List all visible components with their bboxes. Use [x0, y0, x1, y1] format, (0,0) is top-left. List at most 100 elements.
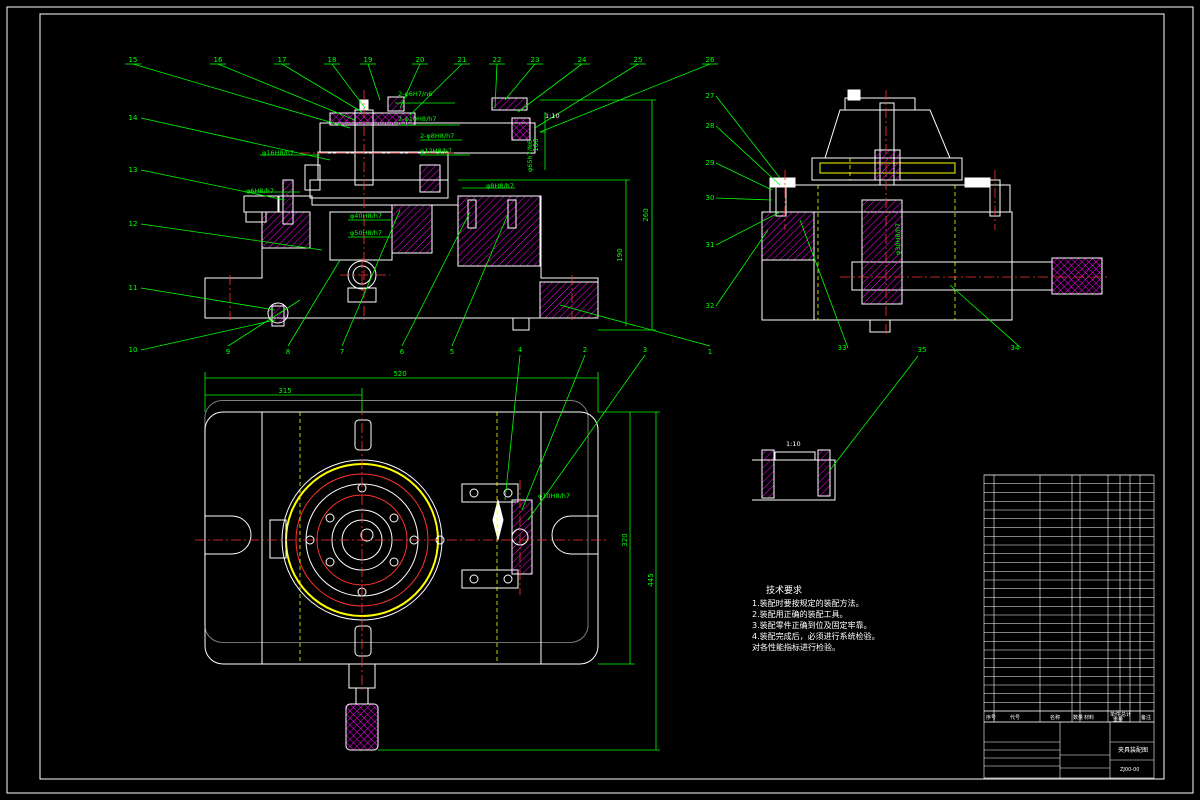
balloon-front-16: 16	[214, 56, 223, 64]
balloon-side-29: 29	[706, 159, 715, 167]
fit-side-1: φ30H8/h7	[894, 223, 902, 255]
leader-front-18	[331, 63, 366, 109]
balloon-front-26: 26	[706, 56, 715, 64]
balloon-side-30: 30	[706, 194, 715, 202]
tech-requirements-title: 技术要求	[766, 586, 803, 596]
balloon-side-28: 28	[706, 122, 715, 130]
fit-front-3: 2-φ8H8/h7	[420, 132, 454, 140]
balloon-side-31: 31	[706, 241, 715, 249]
front-view-centerlines	[229, 90, 573, 320]
dim-plan-width-520: 520	[393, 370, 406, 378]
leader-lines	[125, 63, 1022, 521]
front-view-dimension-lines	[245, 99, 656, 331]
bom-header-unit: 单件	[1110, 711, 1120, 718]
outer-border	[6, 6, 1194, 794]
bom-header-weight: 重量	[1113, 716, 1123, 723]
fit-plan-1: φ10H8/h7	[538, 492, 570, 500]
leader-front-11	[140, 287, 276, 311]
tech-requirement-1: 1.装配时要按规定的装配方法。	[752, 599, 864, 608]
leader-side-30	[715, 197, 773, 201]
plan-view-dimension-lines	[204, 372, 660, 751]
dim-front-190: 190	[616, 248, 624, 261]
balloon-front-13: 13	[129, 166, 138, 174]
leader-front-8	[287, 259, 341, 347]
plan-view-hidden-lines	[299, 412, 498, 664]
leader-side-29	[715, 162, 773, 191]
balloon-front-24: 24	[578, 56, 587, 64]
fit-front-5: φ12H8/h7	[420, 147, 452, 155]
balloon-front-25: 25	[634, 56, 643, 64]
leader-side-32	[715, 229, 769, 307]
tech-requirement-3: 3.装配零件正确到位及固定牢靠。	[752, 621, 872, 630]
side-view	[761, 89, 1103, 333]
bom-rows	[984, 474, 1154, 703]
inner-border	[39, 13, 1165, 780]
detail-view	[752, 449, 836, 501]
tech-requirement-4: 4.装配完成后，必须进行系统检验。	[752, 632, 880, 641]
drawing-number: ZJ00-00	[1120, 767, 1139, 773]
leader-side-27	[715, 95, 781, 179]
leader-front-16	[217, 63, 356, 121]
balloon-side-27: 27	[706, 92, 715, 100]
balloon-front-18: 18	[328, 56, 337, 64]
bom-header-index: 序号	[986, 714, 996, 721]
side-view-centerlines	[784, 90, 1110, 335]
leader-front-20	[399, 63, 421, 109]
balloon-front-20: 20	[416, 56, 425, 64]
balloon-front-6: 6	[400, 348, 405, 356]
balloon-plan-2: 2	[583, 346, 587, 354]
balloon-plan-3: 3	[643, 346, 647, 354]
leader-front-14	[140, 117, 331, 161]
leader-front-24	[517, 63, 583, 113]
front-item-label: 1:10	[545, 112, 560, 120]
detail-scale-label: 1:10	[786, 440, 801, 448]
leader-front-22	[494, 63, 498, 109]
leader-front-19	[367, 63, 381, 101]
leader-front-15	[132, 63, 351, 129]
bom-header-code: 代号	[1010, 714, 1020, 721]
fit-front-6: φ6H8/h7	[246, 187, 274, 195]
leader-front-10	[140, 319, 276, 351]
leader-front-12	[140, 223, 323, 251]
balloon-front-8: 8	[286, 348, 290, 356]
balloon-front-14: 14	[129, 114, 138, 122]
fit-front-10: φ8H8/h7	[486, 182, 514, 190]
leader-front-5	[451, 213, 509, 347]
tech-requirement-2: 2.装配用正确的装配工具。	[752, 610, 848, 619]
leader-plan-4	[504, 354, 521, 501]
plan-view	[204, 400, 599, 751]
leader-front-17	[281, 63, 363, 113]
leader-plan-3	[527, 354, 646, 521]
bom-header-qty: 数量	[1073, 714, 1083, 721]
dim-front-100: 100	[532, 138, 540, 151]
leader-side-34	[949, 284, 1022, 349]
leader-front-6	[401, 211, 471, 347]
leader-side-31	[715, 211, 781, 246]
balloon-front-22: 22	[493, 56, 502, 64]
fit-front-9: φ65h7/N6	[526, 140, 534, 172]
technical-requirements: 技术要求 1.装配时要按规定的装配方法。 2.装配用正确的装配工具。 3.装配零…	[752, 586, 880, 653]
balloon-side-32: 32	[706, 302, 715, 310]
drawing-name: 夹具装配图	[1118, 746, 1148, 754]
side-view-hidden-lines	[817, 158, 956, 320]
leader-plan-2	[521, 354, 586, 511]
fit-front-2: 2-φ10H8/h7	[398, 115, 437, 123]
balloon-front-23: 23	[531, 56, 540, 64]
front-view	[204, 96, 599, 331]
balloon-front-7: 7	[340, 348, 344, 356]
bom-header-remark: 备注	[1141, 714, 1151, 721]
leader-front-9	[227, 299, 301, 347]
balloon-front-5: 5	[450, 348, 454, 356]
balloon-detail-35: 35	[918, 346, 927, 354]
dim-front-height-260: 260	[642, 208, 650, 221]
tech-requirement-5: 对各性能指标进行检验。	[752, 643, 840, 652]
fit-front-1: 2-φ6H7/n6	[398, 90, 432, 98]
bom-header-material: 材料	[1084, 714, 1094, 721]
balloon-front-9: 9	[226, 348, 230, 356]
leader-front-1	[559, 304, 711, 347]
dim-plan-depth-320: 320	[621, 533, 629, 546]
leader-front-23	[504, 63, 536, 101]
leader-side-33	[799, 219, 849, 349]
